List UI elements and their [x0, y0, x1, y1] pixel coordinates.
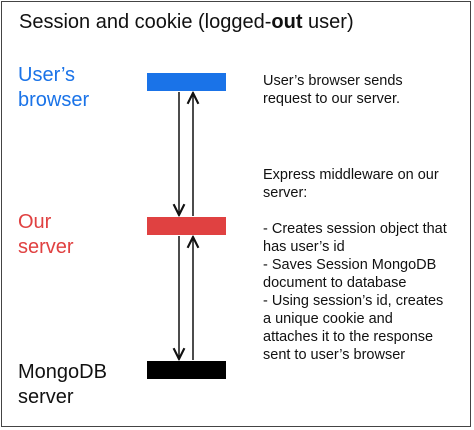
title-emphasis: out: [271, 11, 303, 33]
users-browser-label: User’s browser: [18, 64, 90, 111]
flow-arrows: [2, 2, 471, 427]
diagram-title: Session and cookie (logged-out user): [19, 11, 354, 33]
mongodb-server-bar: [147, 361, 226, 379]
browser-request-text: User’s browser sends request to our serv…: [263, 73, 403, 107]
middleware-steps-text: Express middleware on our server: - Crea…: [263, 167, 447, 363]
our-server-label: Our server: [18, 211, 74, 258]
mongodb-server-label: MongoDB server: [18, 361, 107, 408]
our-server-bar: [147, 217, 226, 235]
users-browser-bar: [147, 73, 226, 91]
